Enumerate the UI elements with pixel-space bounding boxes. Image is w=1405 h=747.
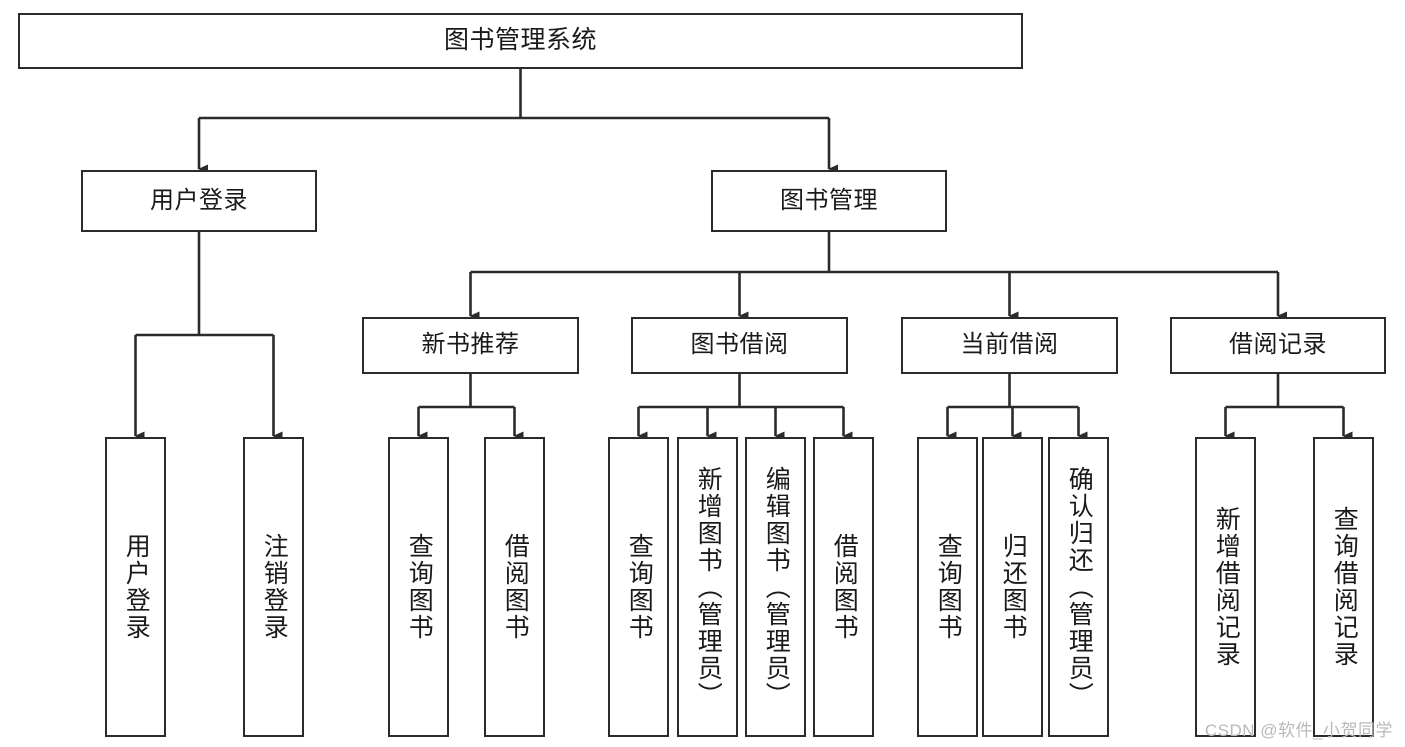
- node-new-book-recommend[interactable]: 新书推荐: [362, 317, 579, 374]
- node-book-borrow[interactable]: 图书借阅: [631, 317, 848, 374]
- node-query-book-3[interactable]: 查询图书: [917, 437, 978, 737]
- node-user-logout-label: 注销登录: [260, 533, 289, 641]
- node-current-borrow-label: 当前借阅: [960, 331, 1059, 359]
- node-borrow-book-1-label: 借阅图书: [501, 533, 530, 641]
- node-root[interactable]: 图书管理系统: [18, 13, 1023, 69]
- node-query-book-3-label: 查询图书: [934, 533, 963, 641]
- node-query-book-2[interactable]: 查询图书: [608, 437, 669, 737]
- node-edit-book-admin-label: 编辑图书（管理员）: [762, 465, 791, 709]
- node-borrow-book-1[interactable]: 借阅图书: [484, 437, 545, 737]
- node-root-label: 图书管理系统: [443, 26, 597, 55]
- node-query-borrow-record[interactable]: 查询借阅记录: [1313, 437, 1374, 737]
- node-borrow-book-2[interactable]: 借阅图书: [813, 437, 874, 737]
- node-query-book-1-label: 查询图书: [405, 533, 434, 641]
- node-query-book-2-label: 查询图书: [625, 533, 654, 641]
- node-book-borrow-label: 图书借阅: [690, 331, 789, 359]
- node-add-borrow-record[interactable]: 新增借阅记录: [1195, 437, 1256, 737]
- node-new-book-recommend-label: 新书推荐: [421, 331, 520, 359]
- node-add-borrow-record-label: 新增借阅记录: [1212, 506, 1241, 668]
- node-borrow-records-label: 借阅记录: [1229, 331, 1327, 359]
- watermark: CSDN @软件_小贺同学: [1204, 721, 1393, 740]
- node-user-login[interactable]: 用户登录: [81, 170, 317, 232]
- node-borrow-book-2-label: 借阅图书: [830, 533, 859, 641]
- node-return-book-label: 归还图书: [999, 533, 1028, 641]
- node-query-book-1[interactable]: 查询图书: [388, 437, 449, 737]
- node-return-book[interactable]: 归还图书: [982, 437, 1043, 737]
- node-add-book-admin-label: 新增图书（管理员）: [694, 465, 723, 709]
- node-user-login-label: 用户登录: [150, 186, 248, 214]
- node-add-book-admin[interactable]: 新增图书（管理员）: [677, 437, 738, 737]
- node-user-login-do-label: 用户登录: [122, 533, 151, 641]
- node-confirm-return-admin[interactable]: 确认归还（管理员）: [1048, 437, 1109, 737]
- node-borrow-records[interactable]: 借阅记录: [1170, 317, 1386, 374]
- node-current-borrow[interactable]: 当前借阅: [901, 317, 1118, 374]
- node-confirm-return-admin-label: 确认归还（管理员）: [1065, 465, 1094, 709]
- node-edit-book-admin[interactable]: 编辑图书（管理员）: [745, 437, 806, 737]
- node-user-login-do[interactable]: 用户登录: [105, 437, 166, 737]
- node-query-borrow-record-label: 查询借阅记录: [1330, 506, 1359, 668]
- node-book-management[interactable]: 图书管理: [711, 170, 947, 232]
- node-book-management-label: 图书管理: [780, 186, 878, 214]
- node-user-logout[interactable]: 注销登录: [243, 437, 304, 737]
